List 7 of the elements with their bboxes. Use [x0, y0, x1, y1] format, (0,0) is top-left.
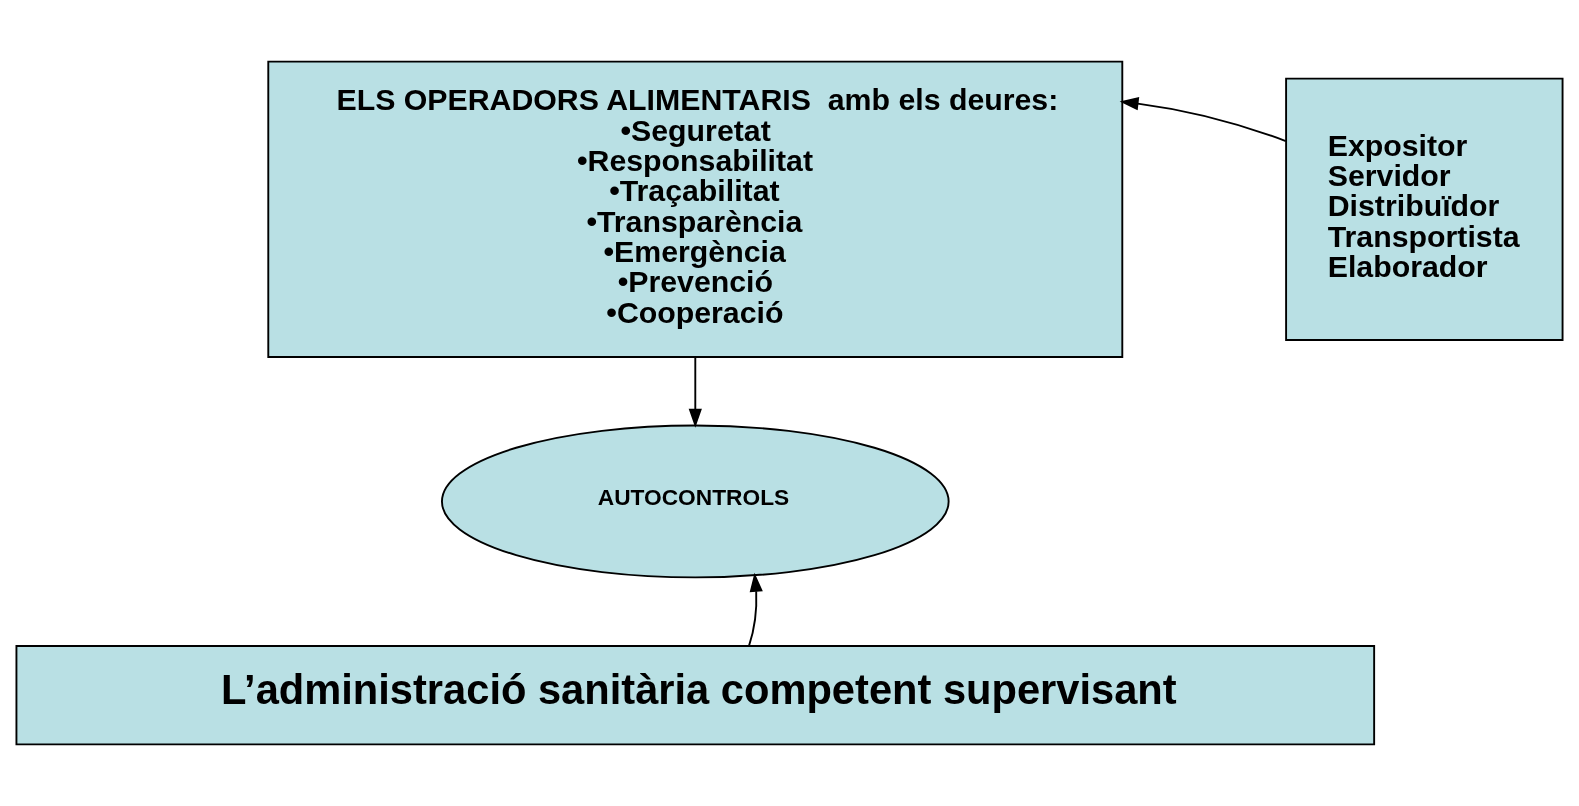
node-ellipse: AUTOCONTROLS — [441, 424, 950, 579]
arrow — [688, 356, 702, 428]
node-box: L’administració sanitària competent supervisant — [15, 645, 1376, 746]
node-box: ELS OPERADORS ALIMENTARIS amb els deures: •Seguretat •Responsabilitat •Traçabilitat •Transparència •Emergència •Prevenció •Cooperació — [267, 60, 1124, 358]
arrow — [748, 572, 763, 647]
node-box: Expositor Servidor Distribuïdor Transportista Elaborador — [1285, 77, 1564, 341]
arrow — [1119, 97, 1287, 142]
